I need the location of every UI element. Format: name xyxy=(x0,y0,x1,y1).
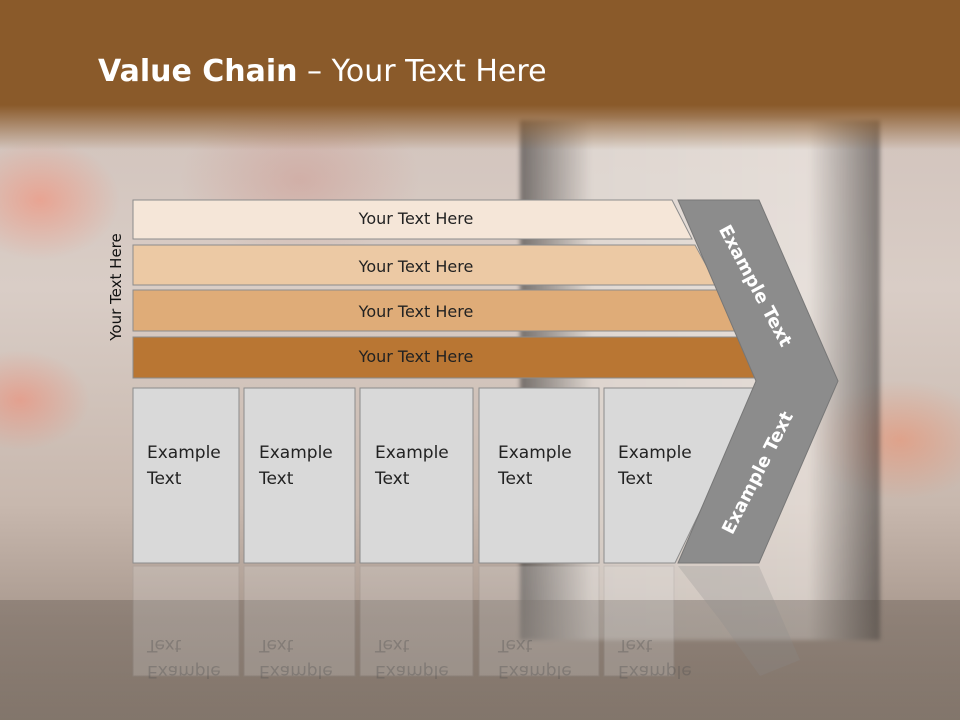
boxes-reflection xyxy=(132,565,675,677)
box-2-line2: Text xyxy=(259,469,294,489)
background-tray xyxy=(0,600,960,720)
box-3-line2: Text xyxy=(375,469,410,489)
box-1-reflection: Example Text xyxy=(147,632,221,684)
box-4-refl-line1: Example xyxy=(498,661,572,681)
row-1-label: Your Text Here xyxy=(358,209,474,228)
chevron-reflection xyxy=(678,566,800,676)
box-1-refl-line2: Text xyxy=(147,635,182,655)
box-3-reflection: Example Text xyxy=(375,632,449,684)
row-4-label: Your Text Here xyxy=(358,347,474,366)
box-5-refl-line1: Example xyxy=(618,661,692,681)
row-1-shape xyxy=(132,199,693,240)
box-1-shape xyxy=(132,387,240,564)
box-1-refl-line1: Example xyxy=(147,661,221,681)
box-5-line1: Example xyxy=(618,443,692,463)
row-3-label: Your Text Here xyxy=(358,302,474,321)
box-4-line1: Example xyxy=(498,443,572,463)
box-3-line1: Example xyxy=(375,443,449,463)
box-2-refl-line2: Text xyxy=(259,635,294,655)
box-3-refl-line2: Text xyxy=(375,635,410,655)
box-2-line1: Example xyxy=(259,443,333,463)
box-1-line1: Example xyxy=(147,443,221,463)
title-bold: Value Chain xyxy=(98,54,298,89)
box-5-reflection: Example Text xyxy=(618,632,692,684)
slide-title: Value Chain – Your Text Here xyxy=(98,54,547,89)
box-3-refl-line1: Example xyxy=(375,661,449,681)
box-2-shape xyxy=(243,387,356,564)
box-2-reflection: Example Text xyxy=(259,632,333,684)
box-4-line2: Text xyxy=(498,469,533,489)
row-2-label: Your Text Here xyxy=(358,257,474,276)
box-3-shape xyxy=(359,387,474,564)
header-bar xyxy=(0,0,960,150)
title-rest: – Your Text Here xyxy=(297,54,547,89)
box-5-line2: Text xyxy=(618,469,653,489)
box-2-refl-line1: Example xyxy=(259,661,333,681)
box-4-shape xyxy=(478,387,600,564)
box-4-refl-line2: Text xyxy=(498,635,533,655)
box-5-shape xyxy=(603,387,761,564)
box-4-reflection: Example Text xyxy=(498,632,572,684)
chevron-arrow xyxy=(677,199,839,564)
box-5-refl-line2: Text xyxy=(618,635,653,655)
box-1-line2: Text xyxy=(147,469,182,489)
